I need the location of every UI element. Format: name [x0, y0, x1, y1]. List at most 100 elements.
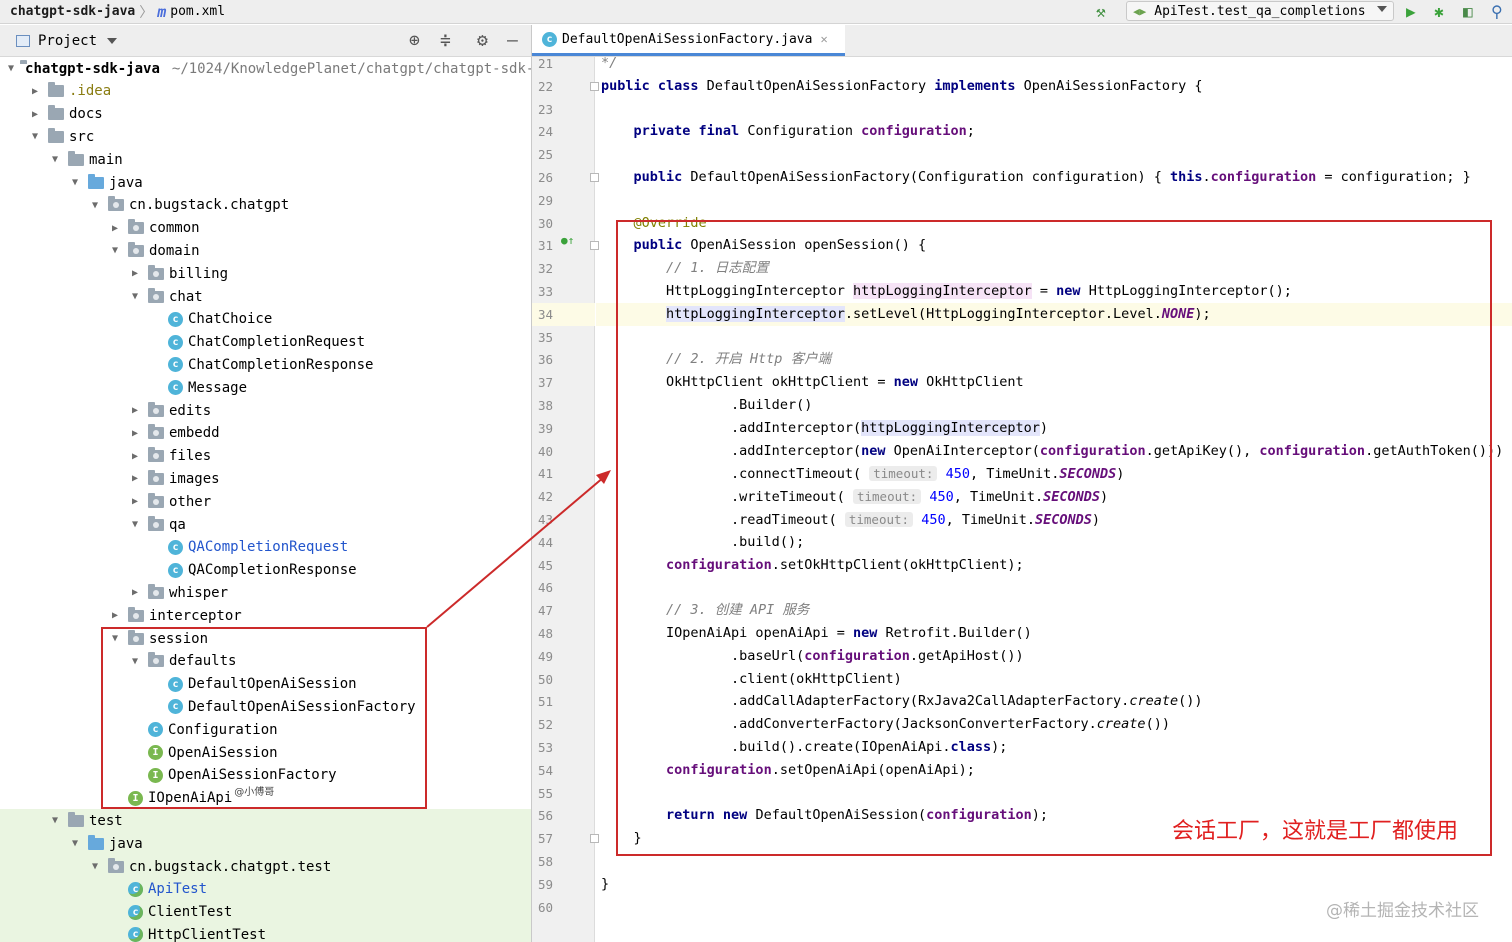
code-line[interactable]: // 1. 日志配置 [596, 257, 1512, 280]
code-line[interactable]: .build(); [596, 531, 1512, 554]
tree-item[interactable]: ▶other [0, 490, 531, 513]
search-icon[interactable]: ⚲ [1491, 2, 1503, 21]
code-line[interactable]: .connectTimeout( timeout: 450, TimeUnit.… [596, 462, 1512, 485]
tree-item[interactable]: ▼java [0, 832, 531, 856]
expand-arrow-icon[interactable]: ▼ [51, 815, 59, 827]
expand-arrow-icon[interactable]: ▼ [71, 177, 79, 188]
run-configuration-selector[interactable]: ◀▶ ApiTest.test_qa_completions [1126, 1, 1394, 21]
code-line[interactable]: } [596, 827, 1512, 850]
fold-marker-icon[interactable] [590, 81, 599, 91]
collapse-arrow-icon[interactable]: ▶ [131, 587, 139, 599]
code-line[interactable]: // 2. 开启 Http 客户端 [596, 348, 1512, 371]
tree-item[interactable]: ▶files [0, 445, 531, 468]
fold-marker-icon[interactable] [590, 834, 599, 844]
collapse-all-icon[interactable]: ≑ [440, 30, 451, 51]
collapse-arrow-icon[interactable]: ▶ [131, 427, 139, 439]
expand-arrow-icon[interactable]: ▼ [8, 63, 15, 74]
code-line[interactable]: } [596, 873, 1512, 896]
code-line[interactable]: // 3. 创建 API 服务 [596, 599, 1512, 622]
override-gutter-icon[interactable]: ●↑ [561, 234, 575, 247]
tree-item[interactable]: ▼chatgpt-sdk-java~/1024/KnowledgePlanet/… [0, 57, 531, 80]
code-line[interactable]: .addCallAdapterFactory(RxJava2CallAdapte… [596, 690, 1512, 713]
collapse-arrow-icon[interactable]: ▶ [131, 405, 139, 416]
collapse-arrow-icon[interactable]: ▶ [131, 473, 139, 485]
code-line[interactable]: IOpenAiApi openAiApi = new Retrofit.Buil… [596, 622, 1512, 645]
breadcrumb-project[interactable]: chatgpt-sdk-java [10, 4, 136, 19]
tree-item[interactable]: ▶images [0, 467, 531, 490]
tree-item[interactable]: ▶edits [0, 399, 531, 422]
code-line[interactable]: .readTimeout( timeout: 450, TimeUnit.SEC… [596, 508, 1512, 531]
locate-crosshair-icon[interactable]: ⊕ [409, 30, 420, 51]
code-line[interactable]: .Builder() [596, 394, 1512, 417]
close-icon[interactable]: ✕ [820, 32, 828, 46]
code-line[interactable] [596, 576, 1512, 599]
collapse-arrow-icon[interactable]: ▶ [111, 222, 119, 234]
tree-item[interactable]: ▶.idea [0, 80, 531, 103]
tree-item[interactable]: ▶common [0, 217, 531, 240]
expand-arrow-icon[interactable]: ▼ [71, 838, 79, 850]
expand-arrow-icon[interactable]: ▼ [111, 245, 119, 257]
code-line[interactable]: @Override [596, 212, 1512, 235]
code-editor[interactable]: */public class DefaultOpenAiSessionFacto… [596, 57, 1512, 942]
code-line[interactable]: .client(okHttpClient) [596, 668, 1512, 691]
code-line[interactable] [596, 326, 1512, 349]
tree-item[interactable]: ▼src [0, 125, 531, 148]
run-icon[interactable]: ▶ [1406, 2, 1416, 21]
breadcrumb-file[interactable]: pom.xml [170, 4, 226, 19]
code-line[interactable] [596, 782, 1512, 805]
collapse-arrow-icon[interactable]: ▶ [131, 450, 139, 462]
tree-item[interactable]: ▶whisper [0, 581, 531, 604]
coverage-icon[interactable]: ◧ [1463, 2, 1473, 21]
build-hammer-icon[interactable]: ⚒ [1096, 2, 1106, 21]
tree-item[interactable]: ▼domain [0, 239, 531, 262]
code-line[interactable]: public DefaultOpenAiSessionFactory(Confi… [596, 166, 1512, 189]
expand-arrow-icon[interactable]: ▼ [31, 131, 39, 143]
tree-item[interactable]: ▼session [0, 627, 531, 650]
collapse-arrow-icon[interactable]: ▶ [131, 496, 139, 508]
expand-arrow-icon[interactable]: ▼ [131, 291, 139, 302]
expand-arrow-icon[interactable]: ▼ [111, 633, 119, 644]
fold-marker-icon[interactable] [590, 173, 599, 182]
collapse-arrow-icon[interactable]: ▶ [111, 610, 119, 622]
expand-arrow-icon[interactable]: ▼ [51, 154, 59, 166]
code-line[interactable]: .addInterceptor(new OpenAiInterceptor(co… [596, 440, 1512, 463]
code-line[interactable]: public class DefaultOpenAiSessionFactory… [596, 75, 1512, 98]
tree-item[interactable]: ▶embedd [0, 422, 531, 445]
tree-item[interactable]: ▼cn.bugstack.chatgpt [0, 194, 531, 217]
code-line[interactable] [596, 189, 1512, 212]
code-line[interactable]: OkHttpClient okHttpClient = new OkHttpCl… [596, 371, 1512, 394]
tree-item[interactable]: ▼chat [0, 285, 531, 308]
hide-panel-icon[interactable]: — [507, 30, 518, 51]
collapse-arrow-icon[interactable]: ▶ [131, 268, 139, 280]
debug-bug-icon[interactable]: ✱ [1434, 2, 1444, 21]
collapse-arrow-icon[interactable]: ▶ [31, 85, 39, 97]
code-line[interactable] [596, 143, 1512, 166]
code-line[interactable]: configuration.setOkHttpClient(okHttpClie… [596, 554, 1512, 577]
tree-item[interactable]: ▼java [0, 171, 531, 194]
code-line[interactable] [596, 98, 1512, 121]
code-line[interactable]: HttpLoggingInterceptor httpLoggingInterc… [596, 280, 1512, 303]
tree-item[interactable]: ▶interceptor [0, 604, 531, 627]
code-line[interactable] [596, 850, 1512, 873]
code-line[interactable]: .addConverterFactory(JacksonConverterFac… [596, 713, 1512, 736]
tree-item[interactable]: ▼cn.bugstack.chatgpt.test [0, 855, 531, 878]
chevron-down-icon[interactable] [107, 37, 118, 44]
code-line[interactable]: public OpenAiSession openSession() { [596, 234, 1512, 257]
expand-arrow-icon[interactable]: ▼ [91, 861, 99, 872]
code-line[interactable]: .addInterceptor(httpLoggingInterceptor) [596, 417, 1512, 440]
code-line[interactable]: .build().create(IOpenAiApi.class); [596, 736, 1512, 759]
